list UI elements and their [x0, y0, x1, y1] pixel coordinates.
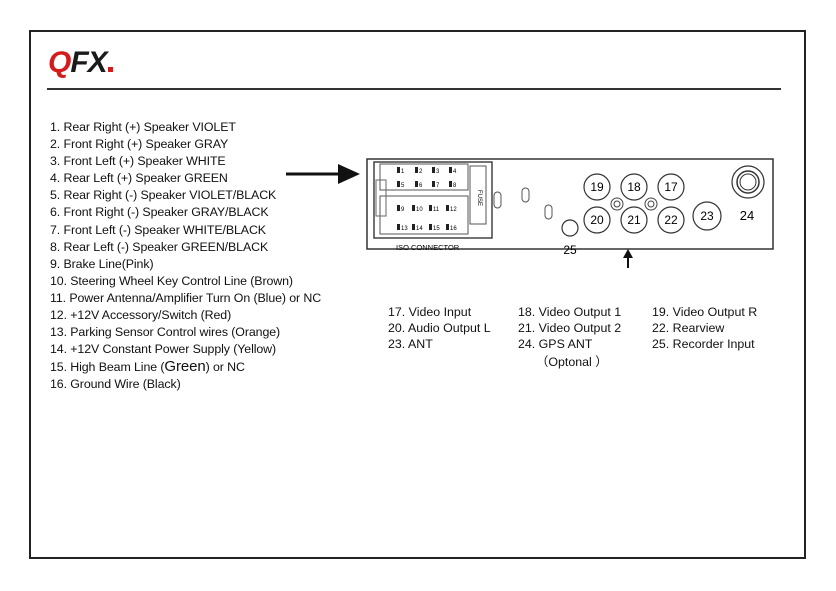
port-23 — [692, 201, 722, 231]
legend-25: 25. Recorder Input — [652, 337, 755, 351]
pin-item: 11. Power Antenna/Amplifier Turn On (Blu… — [50, 290, 322, 305]
legend-17: 17. Video Input — [388, 305, 472, 319]
rear-panel-diagram: FUSE 1 2 3 4 5 6 7 8 9 10 11 12 13 14 15… — [366, 158, 774, 268]
slot — [493, 191, 502, 209]
legend-19: 19. Video Output R — [652, 305, 758, 319]
legend-24-note: （Optonal ） — [536, 355, 608, 369]
pin-item: 8. Rear Left (-) Speaker GREEN/BLACK — [50, 239, 269, 254]
port-21 — [620, 206, 648, 234]
pin-list: 1. Rear Right (+) Speaker VIOLET 2. Fron… — [50, 119, 321, 394]
port-22 — [657, 206, 685, 234]
port-21-label: 21 — [627, 213, 641, 227]
pin15-green: Green — [164, 358, 206, 376]
brand-logo: Q FX — [48, 46, 113, 80]
pin15-suffix: ) or NC — [205, 360, 245, 375]
pin-number: 12 — [450, 207, 457, 213]
pin-number: 10 — [416, 207, 423, 213]
port-19-label: 19 — [590, 180, 604, 194]
pin-number: 15 — [433, 226, 440, 232]
logo-q: Q — [48, 46, 71, 79]
pin-item: 4. Rear Left (+) Speaker GREEN — [50, 171, 228, 186]
header-rule — [47, 88, 781, 90]
port-ring — [644, 197, 658, 211]
pin-item: 6. Front Right (-) Speaker GRAY/BLACK — [50, 205, 269, 220]
legend-20: 20. Audio Output L — [388, 321, 491, 335]
port-24-label: 24 — [740, 208, 754, 223]
pin-number: 2 — [419, 169, 423, 175]
iso-connector: FUSE 1 2 3 4 5 6 7 8 9 10 11 12 13 14 15… — [373, 161, 493, 252]
page-frame — [29, 30, 806, 559]
pin15-prefix: 15. High Beam Line ( — [50, 360, 165, 375]
pin-item: 12. +12V Accessory/Switch (Red) — [50, 308, 232, 323]
slot — [521, 187, 530, 203]
port-17-label: 17 — [664, 180, 678, 194]
logo-fx: FX — [70, 46, 107, 79]
port-23-label: 23 — [700, 209, 714, 223]
pin-number: 6 — [419, 183, 423, 189]
pin-item: 16. Ground Wire (Black) — [50, 377, 181, 392]
port-20 — [583, 206, 611, 234]
arrow-up-icon — [623, 249, 633, 268]
pin-item: 9. Brake Line(Pink) — [50, 256, 154, 271]
pin-number: 14 — [416, 226, 423, 232]
pin-number: 1 — [401, 169, 405, 175]
legend-21: 21. Video Output 2 — [518, 321, 622, 335]
pin-item: 10. Steering Wheel Key Control Line (Bro… — [50, 273, 293, 288]
port-17 — [657, 173, 685, 201]
pin-item: 5. Rear Right (-) Speaker VIOLET/BLACK — [50, 188, 277, 203]
pin-number: 5 — [401, 183, 405, 189]
rear-panel-outline — [366, 158, 774, 250]
port-25 — [561, 219, 579, 237]
fuse-label: FUSE — [476, 190, 482, 206]
pin-number: 7 — [436, 183, 440, 189]
pin-number: 9 — [401, 207, 405, 213]
port-18 — [620, 173, 648, 201]
pin-item: 13. Parking Sensor Control wires (Orange… — [50, 325, 281, 340]
port-22-label: 22 — [664, 213, 678, 227]
port-25-label: 25 — [563, 243, 577, 257]
port-18-label: 18 — [627, 180, 641, 194]
legend-24: 24. GPS ANT — [518, 337, 593, 351]
arrow-right-icon — [286, 164, 360, 184]
pin-item: 7. Front Left (-) Speaker WHITE/BLACK — [50, 222, 266, 237]
port-20-label: 20 — [590, 213, 604, 227]
legend-23: 23. ANT — [388, 337, 433, 351]
pin-number: 4 — [453, 169, 457, 175]
pin-number: 13 — [401, 226, 408, 232]
legend-22: 22. Rearview — [652, 321, 725, 335]
pin-number: 3 — [436, 169, 440, 175]
logo-dot — [107, 67, 113, 72]
iso-connector-label: ISO CONNECTOR — [396, 243, 460, 252]
pin-item: 3. Front Left (+) Speaker WHITE — [50, 154, 226, 169]
port-ring — [610, 197, 624, 211]
pin-item-15: 15. High Beam Line (Green) or NC — [50, 358, 321, 376]
legend-18: 18. Video Output 1 — [518, 305, 622, 319]
pin-number: 8 — [453, 183, 457, 189]
pin-item: 2. Front Right (+) Speaker GRAY — [50, 137, 229, 152]
pin-item: 14. +12V Constant Power Supply (Yellow) — [50, 342, 277, 357]
pin-number: 16 — [450, 226, 457, 232]
pin-item: 1. Rear Right (+) Speaker VIOLET — [50, 120, 236, 134]
slot — [544, 204, 553, 220]
port-19 — [583, 173, 611, 201]
pin-number: 11 — [433, 207, 440, 213]
